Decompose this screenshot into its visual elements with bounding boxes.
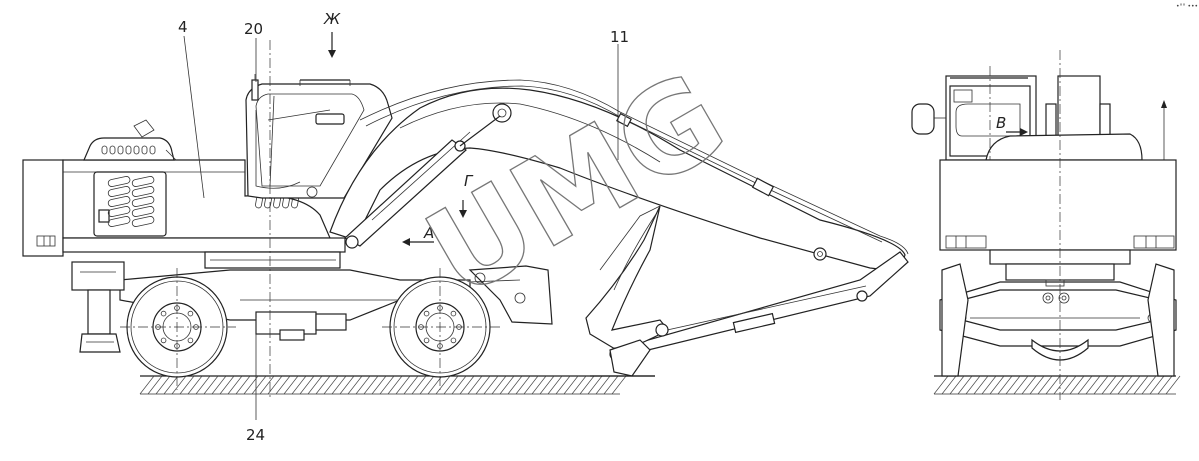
view-arrows [328, 32, 467, 246]
ground-hatch-left [139, 375, 655, 395]
label-view-zh: Ж [323, 10, 341, 28]
watermark: UMG [405, 47, 748, 325]
bucket [585, 205, 669, 377]
rear-outrigger [71, 261, 125, 353]
turntable-deck [62, 237, 346, 269]
counterweight [22, 159, 64, 257]
front-blade [467, 265, 553, 325]
label-view-v: В [996, 114, 1006, 132]
side-view: 4 20 11 24 Ж Г А [22, 10, 909, 444]
boom-cylinder [343, 115, 501, 249]
label-part-4: 4 [178, 18, 188, 36]
center-lines [120, 40, 500, 400]
corner-mark: •°° ••• [1176, 3, 1198, 10]
engine-housing [62, 119, 331, 239]
label-part-24: 24 [246, 426, 265, 444]
boom [329, 79, 909, 270]
label-view-a: А [423, 224, 434, 242]
label-part-11: 11 [610, 28, 629, 46]
front-view: В [911, 50, 1181, 400]
label-view-g: Г [464, 172, 474, 190]
label-part-20: 20 [244, 20, 263, 38]
leader-lines [183, 35, 619, 420]
operator-cab [245, 74, 393, 199]
